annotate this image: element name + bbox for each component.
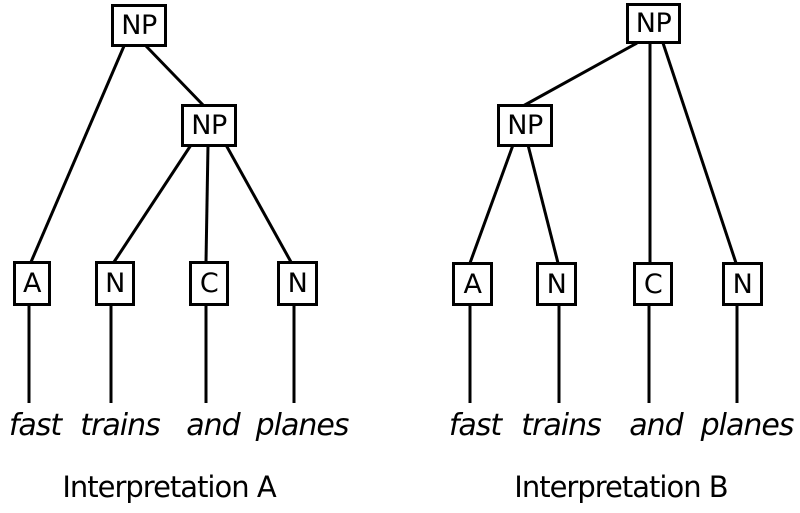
tree-a-adjective-node: A bbox=[13, 261, 51, 306]
tree-b-conjunction-label: C bbox=[643, 268, 663, 300]
tree-a-adjective-label: A bbox=[23, 268, 41, 299]
tree-a-noun2-label: N bbox=[287, 268, 308, 299]
tree-a-noun1-node: N bbox=[95, 261, 135, 306]
tree-b-conjunction-node: C bbox=[633, 262, 673, 306]
tree-a-word-planes: planes bbox=[255, 408, 350, 443]
tree-b-adjective-label: A bbox=[463, 268, 482, 300]
edge-a-inner-to-conjunction bbox=[204, 144, 210, 263]
edge-a-inner-to-noun1 bbox=[112, 144, 193, 263]
tree-b-word-planes: planes bbox=[700, 408, 795, 443]
tree-b-root-np-node: NP bbox=[626, 3, 681, 44]
tree-b-word-trains: trains bbox=[521, 408, 601, 443]
tree-a-inner-np-node: NP bbox=[181, 104, 237, 147]
edge-a-root-to-inner-np bbox=[144, 44, 206, 108]
tree-b-inner-np-label: NP bbox=[507, 110, 543, 141]
edge-b-inner-to-noun1 bbox=[526, 144, 560, 264]
tree-b-noun2-node: N bbox=[722, 262, 763, 306]
tree-a-root-np-label: NP bbox=[121, 10, 157, 41]
tree-a-conjunction-label: C bbox=[199, 268, 219, 299]
tree-a-edges bbox=[27, 44, 296, 403]
tree-a-caption: Interpretation A bbox=[62, 470, 276, 504]
tree-a-root-np-node: NP bbox=[111, 4, 167, 47]
tree-a-inner-np-label: NP bbox=[191, 110, 227, 141]
tree-a-noun1-label: N bbox=[105, 268, 125, 299]
tree-b-root-np-label: NP bbox=[635, 8, 672, 39]
edge-a-root-to-adjective bbox=[29, 45, 126, 263]
tree-a-word-trains: trains bbox=[80, 408, 160, 443]
edge-b-root-to-noun2 bbox=[661, 42, 738, 264]
tree-b-caption: Interpretation B bbox=[514, 470, 728, 504]
tree-b-adjective-node: A bbox=[452, 262, 493, 306]
tree-b-noun2-label: N bbox=[732, 268, 753, 300]
tree-a-word-and: and bbox=[186, 408, 240, 443]
edge-b-root-to-inner-np bbox=[522, 41, 638, 108]
tree-b-noun1-node: N bbox=[536, 262, 577, 306]
tree-a-conjunction-node: C bbox=[189, 261, 229, 306]
edge-b-inner-to-adjective bbox=[468, 144, 515, 264]
tree-a-noun2-node: N bbox=[277, 261, 318, 306]
tree-a-word-fast: fast bbox=[8, 408, 62, 443]
edge-a-inner-to-noun2 bbox=[224, 144, 293, 263]
tree-b-word-and: and bbox=[629, 408, 683, 443]
tree-b-inner-np-node: NP bbox=[497, 104, 553, 147]
tree-b-word-fast: fast bbox=[448, 408, 502, 443]
tree-b-edges bbox=[468, 41, 739, 403]
tree-b-noun1-label: N bbox=[546, 268, 567, 300]
